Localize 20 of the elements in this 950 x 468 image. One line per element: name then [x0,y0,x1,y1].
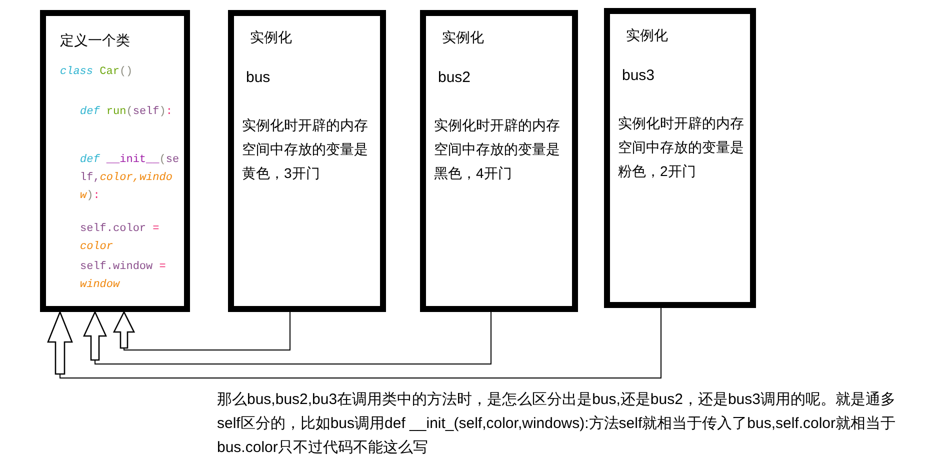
instance-box [604,8,756,308]
memory-description: 实例化时开辟的内存空间中存放的变量是黑色，4开门 [434,116,561,183]
box-heading: 实例化 [250,28,292,47]
box-heading: 实例化 [626,26,668,45]
instance-name: bus2 [438,68,471,88]
code-line: self.window = window [80,260,167,293]
instance-name: bus3 [622,66,655,86]
instance-box [228,10,386,312]
box-heading: 实例化 [442,28,484,47]
code-line: def run(self): [80,105,174,120]
class-box [40,10,190,312]
memory-description: 实例化时开辟的内存空间中存放的变量是粉色，2开门 [618,114,745,181]
code-line: self.color = color [80,222,160,255]
code-line: class Car() [60,65,134,80]
instance-box [420,10,578,312]
code-line: def __init__(self,color,window): [80,153,180,204]
memory-description: 实例化时开辟的内存空间中存放的变量是黄色，3开门 [242,116,369,183]
explanation-note: 那么bus,bus2,bu3在调用类中的方法时，是怎么区分出是bus,还是bus2，还是bus3调用的呢。就是通多self区分的，比如bus调用def __init_(self,color,windows):方法self就相当于传入了bus,self.color就相当于bus.color只不过代码不能这么写 [217,390,897,458]
instance-name: bus [246,68,270,88]
box-heading: 定义一个类 [60,31,130,50]
